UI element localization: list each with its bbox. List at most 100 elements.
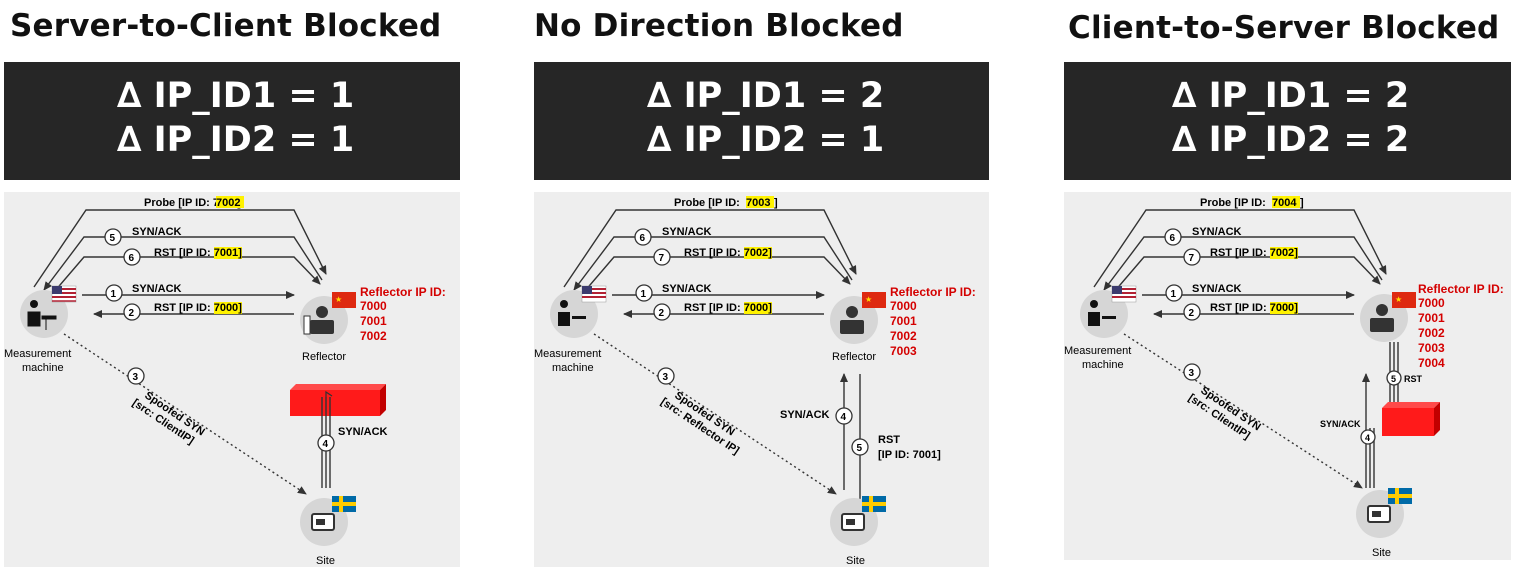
step-2-label: RST [IP ID: 7000] bbox=[1210, 302, 1298, 314]
highlight bbox=[1270, 247, 1298, 259]
network-diagram: Probe [IP ID: 7002] 7002 5 SYN/ACK 6 RST… bbox=[4, 192, 460, 567]
step-4-num: 4 bbox=[1365, 433, 1370, 443]
step-5-label: RST bbox=[878, 434, 900, 446]
step-4-circle bbox=[1360, 429, 1376, 445]
step-2-num: 2 bbox=[129, 308, 135, 319]
step-5-circle bbox=[1386, 370, 1402, 386]
step-4-label: SYN/ACK bbox=[780, 409, 830, 421]
step-7-circle bbox=[653, 248, 671, 266]
highlight bbox=[744, 247, 772, 259]
step-5-circle bbox=[104, 228, 122, 246]
delta-ip-id1: ∆ IP_ID1 = 2 bbox=[647, 76, 885, 116]
step-7-arrow bbox=[1113, 256, 1381, 293]
step-5-circle bbox=[851, 438, 869, 456]
reflector-ip-id: 7004 bbox=[1418, 356, 1445, 370]
measurement-label: Measurement bbox=[534, 348, 601, 360]
probe-arrow bbox=[33, 209, 327, 288]
step-5-num: 5 bbox=[1391, 374, 1396, 384]
firewall-icon bbox=[290, 384, 386, 390]
site-label: Site bbox=[316, 555, 335, 567]
step-4-num: 4 bbox=[323, 439, 329, 450]
step-3-circle bbox=[1183, 363, 1201, 381]
highlight bbox=[1270, 302, 1298, 314]
measurement-label: Measurement bbox=[4, 348, 71, 360]
step-6-arrow bbox=[53, 256, 321, 293]
site-label: Site bbox=[846, 555, 865, 567]
spoofed-syn-arrow bbox=[1123, 333, 1363, 489]
delta-ip-id2: ∆ IP_ID2 = 2 bbox=[1172, 120, 1410, 160]
reflector-ip-id-header: Reflector IP ID: bbox=[360, 285, 446, 299]
probe-suffix: ] bbox=[774, 197, 778, 209]
probe-id-text: 7004 bbox=[1272, 197, 1297, 209]
probe-arrow bbox=[563, 209, 857, 288]
step-5-num: 5 bbox=[110, 233, 116, 244]
step-1-label: SYN/ACK bbox=[662, 283, 712, 295]
delta-ip-id2: ∆ IP_ID2 = 1 bbox=[647, 120, 885, 160]
step-2-label: RST [IP ID: 7000] bbox=[154, 302, 242, 314]
reflector-ip-id: 7001 bbox=[890, 314, 917, 328]
reflector-ip-id: 7001 bbox=[360, 314, 387, 328]
highlight bbox=[744, 302, 772, 314]
delta-ip-id2: ∆ IP_ID2 = 1 bbox=[117, 120, 355, 160]
panel-client-to-server: Client-to-Server Blocked ∆ IP_ID1 = 2 ∆ … bbox=[1060, 0, 1521, 567]
step-5-num: 5 bbox=[857, 443, 863, 454]
step-4-label: SYN/ACK bbox=[1320, 419, 1361, 429]
reflector-ip-id: 7001 bbox=[1418, 311, 1445, 325]
step-5-label-2: [IP ID: 7001] bbox=[878, 449, 941, 461]
ip-id-delta-box: ∆ IP_ID1 = 2 ∆ IP_ID2 = 2 bbox=[1064, 62, 1511, 180]
svg-text:★: ★ bbox=[335, 295, 342, 304]
panel-server-to-client: Server-to-Client Blocked ∆ IP_ID1 = 1 ∆ … bbox=[0, 0, 480, 567]
panel-no-direction: No Direction Blocked ∆ IP_ID1 = 2 ∆ IP_I… bbox=[530, 0, 1010, 567]
step-2-circle bbox=[1183, 303, 1201, 321]
step-4-num: 4 bbox=[841, 412, 847, 423]
step-5-label: RST bbox=[1404, 374, 1423, 384]
step-1-num: 1 bbox=[1171, 289, 1177, 300]
probe-label: Probe [IP ID: bbox=[674, 197, 740, 209]
step-2-num: 2 bbox=[1189, 308, 1195, 319]
probe-suffix: ] bbox=[1300, 197, 1304, 209]
step-1-circle bbox=[105, 284, 123, 302]
delta-ip-id1: ∆ IP_ID1 = 1 bbox=[117, 76, 355, 116]
diagram-svg: Probe [IP ID: 7003 ] 6 SYN/ACK 7 RST [IP… bbox=[534, 195, 976, 567]
reflector-label: Reflector bbox=[832, 351, 876, 363]
step-7-label: RST [IP ID: 7002] bbox=[1210, 247, 1298, 259]
ip-id-delta-box: ∆ IP_ID1 = 2 ∆ IP_ID2 = 1 bbox=[534, 62, 989, 180]
probe-id-text: 7003 bbox=[746, 197, 770, 209]
step-6-label: SYN/ACK bbox=[662, 226, 712, 238]
reflector-ip-id: 7003 bbox=[1418, 341, 1445, 355]
spoofed-syn-arrow bbox=[593, 333, 837, 495]
ip-id-delta-box: ∆ IP_ID1 = 1 ∆ IP_ID2 = 1 bbox=[4, 62, 460, 180]
site-label: Site bbox=[1372, 547, 1391, 559]
step-2-circle bbox=[653, 303, 671, 321]
step-2-num: 2 bbox=[659, 308, 665, 319]
panel-title: Client-to-Server Blocked bbox=[1068, 10, 1500, 46]
step-1-circle bbox=[635, 284, 653, 302]
china-flag-icon bbox=[1392, 292, 1416, 308]
step-2-circle bbox=[123, 303, 141, 321]
step-5-label: SYN/ACK bbox=[132, 226, 182, 238]
diagram-svg: Probe [IP ID: 7004 ] 6 SYN/ACK 7 RST [IP… bbox=[1064, 195, 1504, 559]
step-7-num: 7 bbox=[1189, 253, 1195, 264]
step-7-circle bbox=[1183, 248, 1201, 266]
step-6-num: 6 bbox=[1170, 233, 1176, 244]
step-1-label: SYN/ACK bbox=[132, 283, 182, 295]
step-4-circle bbox=[835, 407, 853, 425]
panel-title: Server-to-Client Blocked bbox=[10, 8, 442, 44]
reflector-ip-id-header: Reflector IP ID: bbox=[890, 285, 976, 299]
step-5-arrow bbox=[43, 236, 323, 291]
measurement-label: Measurement bbox=[1064, 345, 1131, 357]
reflector-label: Reflector bbox=[302, 351, 346, 363]
step-3-num: 3 bbox=[1189, 368, 1195, 379]
highlight bbox=[216, 196, 244, 208]
step-7-arrow bbox=[583, 256, 851, 293]
step-3-circle bbox=[127, 367, 145, 385]
svg-text:★: ★ bbox=[1395, 295, 1402, 304]
step-1-num: 1 bbox=[641, 289, 647, 300]
network-diagram: Probe [IP ID: 7003 ] 6 SYN/ACK 7 RST [IP… bbox=[534, 192, 989, 567]
step-6-circle bbox=[123, 248, 141, 266]
network-diagram: Probe [IP ID: 7004 ] 6 SYN/ACK 7 RST [IP… bbox=[1064, 192, 1511, 560]
step-3-num: 3 bbox=[133, 372, 139, 383]
reflector-ip-id-header: Reflector IP ID: bbox=[1418, 282, 1504, 296]
step-6-label: SYN/ACK bbox=[1192, 226, 1242, 238]
spoofed-syn-arrow bbox=[63, 333, 307, 495]
